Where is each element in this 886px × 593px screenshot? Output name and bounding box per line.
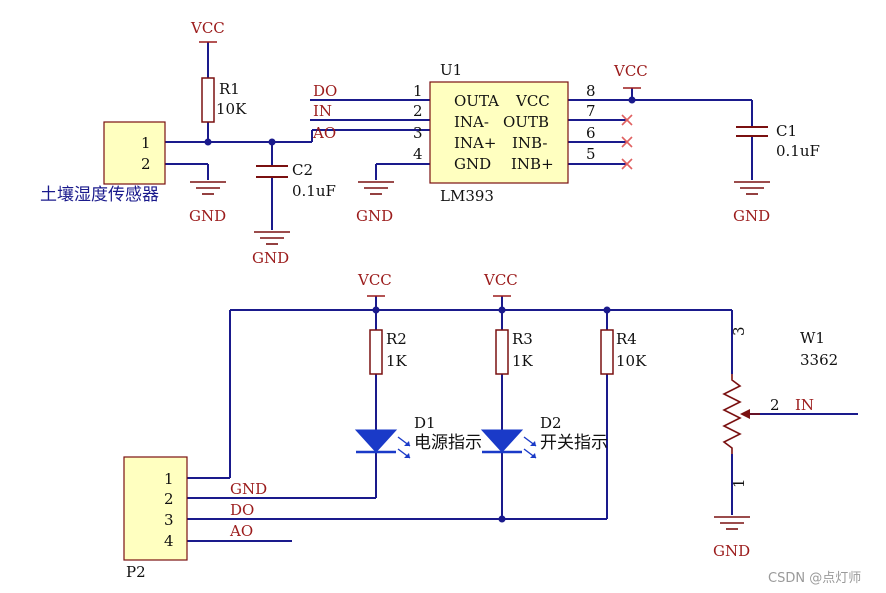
gnd-label-w1: GND xyxy=(713,542,750,560)
r1-body xyxy=(201,77,215,123)
vcc-label-r2: VCC xyxy=(357,271,392,289)
u1-pin5-num: 5 xyxy=(586,145,596,163)
p2-pin-4: 4 xyxy=(164,532,174,550)
r2-value: 1K xyxy=(386,352,408,370)
c2-symbol xyxy=(256,165,288,178)
sensor-connector xyxy=(103,121,166,185)
u1-part: LM393 xyxy=(440,187,494,205)
gnd-label-c2: GND xyxy=(252,249,289,267)
w1-value: 3362 xyxy=(800,351,838,369)
gnd-symbols xyxy=(189,181,771,530)
d2-label: 开关指示 xyxy=(540,433,608,453)
vcc-label-r3: VCC xyxy=(483,271,518,289)
u1-pin1-name: OUTA xyxy=(454,92,499,110)
w1-pin3: 3 xyxy=(730,326,748,336)
u1-pin7-name: OUTB xyxy=(503,113,549,131)
vcc-label-u1: VCC xyxy=(613,62,648,80)
p2-net-ao: AO xyxy=(229,522,253,540)
c2-ref: C2 xyxy=(292,161,313,179)
r1-value: 10K xyxy=(216,100,247,118)
sensor-pin-2: 2 xyxy=(141,155,151,173)
p2-net-gnd: GND xyxy=(230,480,267,498)
p2-pin-1: 1 xyxy=(164,470,174,488)
d1-led-symbol xyxy=(354,429,411,459)
c1-symbol xyxy=(736,126,768,137)
gnd-label-sensor: GND xyxy=(189,207,226,225)
r4-value: 10K xyxy=(616,352,647,370)
u1-pin6-name: INB- xyxy=(512,134,547,152)
u1-pin1-num: 1 xyxy=(413,82,423,100)
u1-pin3-name: INA+ xyxy=(454,134,496,152)
w1-pin2: 2 xyxy=(770,396,780,414)
watermark: CSDN @点灯师 xyxy=(768,571,861,586)
r1-ref: R1 xyxy=(219,80,240,98)
junctions xyxy=(204,96,636,523)
r3-body xyxy=(495,329,509,375)
d2-ref: D2 xyxy=(540,414,562,432)
sensor-label: 土壤湿度传感器 xyxy=(40,184,159,205)
u1-pin5-name: INB+ xyxy=(511,155,554,173)
w1-net-in: IN xyxy=(795,396,814,414)
p2-ref: P2 xyxy=(126,563,146,581)
vcc-label-r1: VCC xyxy=(190,19,225,37)
w1-pin1: 1 xyxy=(730,478,748,488)
d1-ref: D1 xyxy=(414,414,436,432)
u1-pin2-name: INA- xyxy=(454,113,489,131)
r4-body xyxy=(600,329,614,375)
u1-pin8-name: VCC xyxy=(515,92,550,110)
p2-net-do: DO xyxy=(230,501,254,519)
u1-pin4-name: GND xyxy=(454,155,491,173)
u1-body xyxy=(429,81,569,184)
p2-connector xyxy=(123,456,188,561)
c2-value: 0.1uF xyxy=(292,182,336,200)
net-label-do: DO xyxy=(313,82,337,100)
vcc-symbols xyxy=(199,41,641,297)
u1-pin8-num: 8 xyxy=(586,82,596,100)
w1-potentiometer xyxy=(722,374,760,454)
u1-pin4-num: 4 xyxy=(413,145,423,163)
r3-value: 1K xyxy=(512,352,534,370)
no-connect-marks xyxy=(621,114,633,170)
wires xyxy=(165,42,858,542)
net-label-in: IN xyxy=(313,102,332,120)
u1-ref: U1 xyxy=(440,61,462,79)
c1-value: 0.1uF xyxy=(776,142,820,160)
u1-pin3-num: 3 xyxy=(413,124,423,142)
p2-pin-2: 2 xyxy=(164,490,174,508)
net-label-ao: AO xyxy=(312,124,336,142)
d2-led-symbol xyxy=(480,429,537,459)
u1-pin7-num: 7 xyxy=(586,102,596,120)
w1-ref: W1 xyxy=(800,329,825,347)
r2-body xyxy=(369,329,383,375)
gnd-label-u1: GND xyxy=(356,207,393,225)
c1-ref: C1 xyxy=(776,122,797,140)
d1-label: 电源指示 xyxy=(414,433,482,453)
r4-ref: R4 xyxy=(616,330,637,348)
gnd-label-c1: GND xyxy=(733,207,770,225)
r2-ref: R2 xyxy=(386,330,407,348)
p2-pin-3: 3 xyxy=(164,511,174,529)
u1-pin2-num: 2 xyxy=(413,102,423,120)
u1-pin6-num: 6 xyxy=(586,124,596,142)
r3-ref: R3 xyxy=(512,330,533,348)
sensor-pin-1: 1 xyxy=(141,134,151,152)
